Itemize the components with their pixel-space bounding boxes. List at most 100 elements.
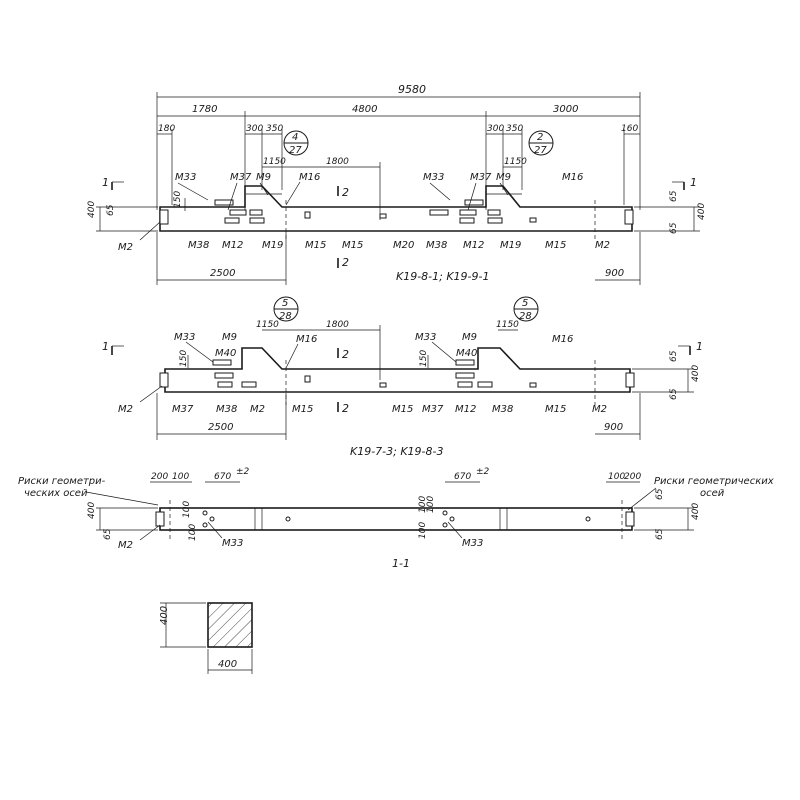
- dim-1150-b: 1150: [496, 320, 519, 330]
- label-m2-a: M2: [118, 242, 133, 253]
- concrete-section: [207, 602, 253, 648]
- label-m15-b: M15: [342, 240, 363, 251]
- label-m16-b: M16: [552, 334, 573, 345]
- dim-100-left: 100: [172, 472, 189, 482]
- detail-callout-5-28-b: 5 28: [513, 296, 539, 322]
- label-m16-a: M16: [299, 172, 320, 183]
- label-m19-b: M19: [500, 240, 521, 251]
- dim-2500: 2500: [208, 422, 233, 433]
- label-m38-b: M38: [426, 240, 447, 251]
- dim-h400-left: 400: [87, 201, 97, 218]
- dim-h65-right: 65: [655, 488, 665, 500]
- label-m33-a: M33: [174, 332, 195, 343]
- dim-total: 9580: [398, 83, 426, 96]
- detail-callout-4-27: 4 27: [283, 130, 309, 156]
- dim-300-b: 300: [487, 124, 504, 134]
- dim-h400-right: 400: [697, 203, 707, 220]
- dim-200-left: 200: [151, 472, 168, 482]
- section-mark-1-left: 1: [102, 176, 124, 190]
- detail-callout-2-27: 2 27: [528, 130, 554, 156]
- label-m2: M2: [118, 540, 133, 551]
- dim-h65-right-2: 65: [655, 528, 665, 540]
- label-m38-a: M38: [188, 240, 209, 251]
- svg-text:1: 1: [102, 176, 109, 189]
- dim-150-b: 150: [419, 350, 429, 367]
- axis-note-right-line-1: Риски геометрических: [654, 476, 774, 487]
- svg-text:28: 28: [279, 311, 292, 322]
- section-mark-2-top: 2: [337, 186, 349, 199]
- dim-v100-e: 100: [418, 522, 428, 539]
- label-m15-c: M15: [545, 240, 566, 251]
- svg-text:2: 2: [342, 256, 349, 269]
- section-mark-1-left: 1: [102, 340, 124, 355]
- axis-note-left-line-2: ческих осей: [24, 488, 88, 499]
- label-m20: M20: [393, 240, 414, 251]
- dim-h400-left: 400: [87, 502, 97, 519]
- dim-v100-b: 100: [188, 524, 198, 541]
- dim-4800: 4800: [352, 104, 377, 115]
- dim-h65-right-2: 65: [669, 222, 679, 234]
- dim-h65-left: 65: [103, 528, 113, 540]
- label-m15-a: M15: [305, 240, 326, 251]
- dim-v100-c: 100: [418, 496, 428, 513]
- label-m12: M12: [455, 404, 476, 415]
- dim-180: 180: [158, 124, 175, 134]
- svg-text:2: 2: [342, 402, 349, 415]
- dim-h400-right: 400: [691, 503, 701, 520]
- section-mark-2-bottom: 2: [337, 256, 349, 269]
- dim-v100-d: 100: [426, 496, 436, 513]
- dim-150: 150: [173, 191, 183, 208]
- dim-100-right: 100: [608, 472, 625, 482]
- dim-h65-b: 65: [669, 388, 679, 400]
- axis-note-right-line-2: осей: [700, 488, 725, 499]
- label-m37-a: M37: [230, 172, 252, 183]
- label-m9-b: M9: [462, 332, 477, 343]
- dim-1800: 1800: [326, 157, 349, 167]
- label-m37-b: M37: [470, 172, 492, 183]
- dim-1800: 1800: [326, 320, 349, 330]
- svg-text:1: 1: [102, 340, 109, 353]
- dim-v100-a: 100: [182, 501, 192, 518]
- label-m15-c: M15: [545, 404, 566, 415]
- svg-text:1: 1: [696, 340, 703, 353]
- dim-h65-left: 65: [106, 204, 116, 216]
- cross-section-height: 400: [159, 606, 170, 625]
- dim-h400: 400: [691, 365, 701, 382]
- svg-text:2: 2: [342, 186, 349, 199]
- dim-300-a: 300: [246, 124, 263, 134]
- label-m2-a: M2: [118, 404, 133, 415]
- dim-1780: 1780: [192, 104, 217, 115]
- label-m15-b: M15: [392, 404, 413, 415]
- label-m37-b: M37: [422, 404, 444, 415]
- section-mark-2-bottom: 2: [337, 402, 349, 415]
- label-m37-a: M37: [172, 404, 194, 415]
- label-m9-a: M9: [222, 332, 237, 343]
- tolerance-b: ±2: [476, 467, 490, 477]
- tolerance-a: ±2: [236, 467, 250, 477]
- svg-text:2: 2: [342, 348, 349, 361]
- label-m2-b: M2: [250, 404, 265, 415]
- label-m16-a: M16: [296, 334, 317, 345]
- beam-1-elevation: 9580 1780 4800 3000 180 300 350 300 350 …: [87, 83, 707, 285]
- label-m16-b: M16: [562, 172, 583, 183]
- beam-1-title: K19-8-1; K19-9-1: [396, 270, 490, 283]
- dim-1150-b: 1150: [504, 157, 527, 167]
- label-m40-a: M40: [215, 348, 236, 359]
- section-mark-1-right: 1: [678, 340, 703, 355]
- dim-2500: 2500: [210, 268, 235, 279]
- dim-1150-a: 1150: [263, 157, 286, 167]
- dim-160: 160: [621, 124, 638, 134]
- dim-900: 900: [604, 422, 623, 433]
- dim-670-b: 670: [454, 472, 471, 482]
- beam-2-title: K19-7-3; K19-8-3: [350, 445, 444, 458]
- label-m9-a: M9: [256, 172, 271, 183]
- dim-200-right: 200: [624, 472, 641, 482]
- dim-350-b: 350: [506, 124, 523, 134]
- dim-h65-a: 65: [669, 350, 679, 362]
- label-m12-a: M12: [222, 240, 243, 251]
- svg-text:5: 5: [522, 298, 528, 309]
- svg-text:1: 1: [690, 176, 697, 189]
- beam-2-elevation: 5 28 5 28 1150 1800 1150: [102, 296, 703, 458]
- section-mark-1-right: 1: [672, 176, 697, 190]
